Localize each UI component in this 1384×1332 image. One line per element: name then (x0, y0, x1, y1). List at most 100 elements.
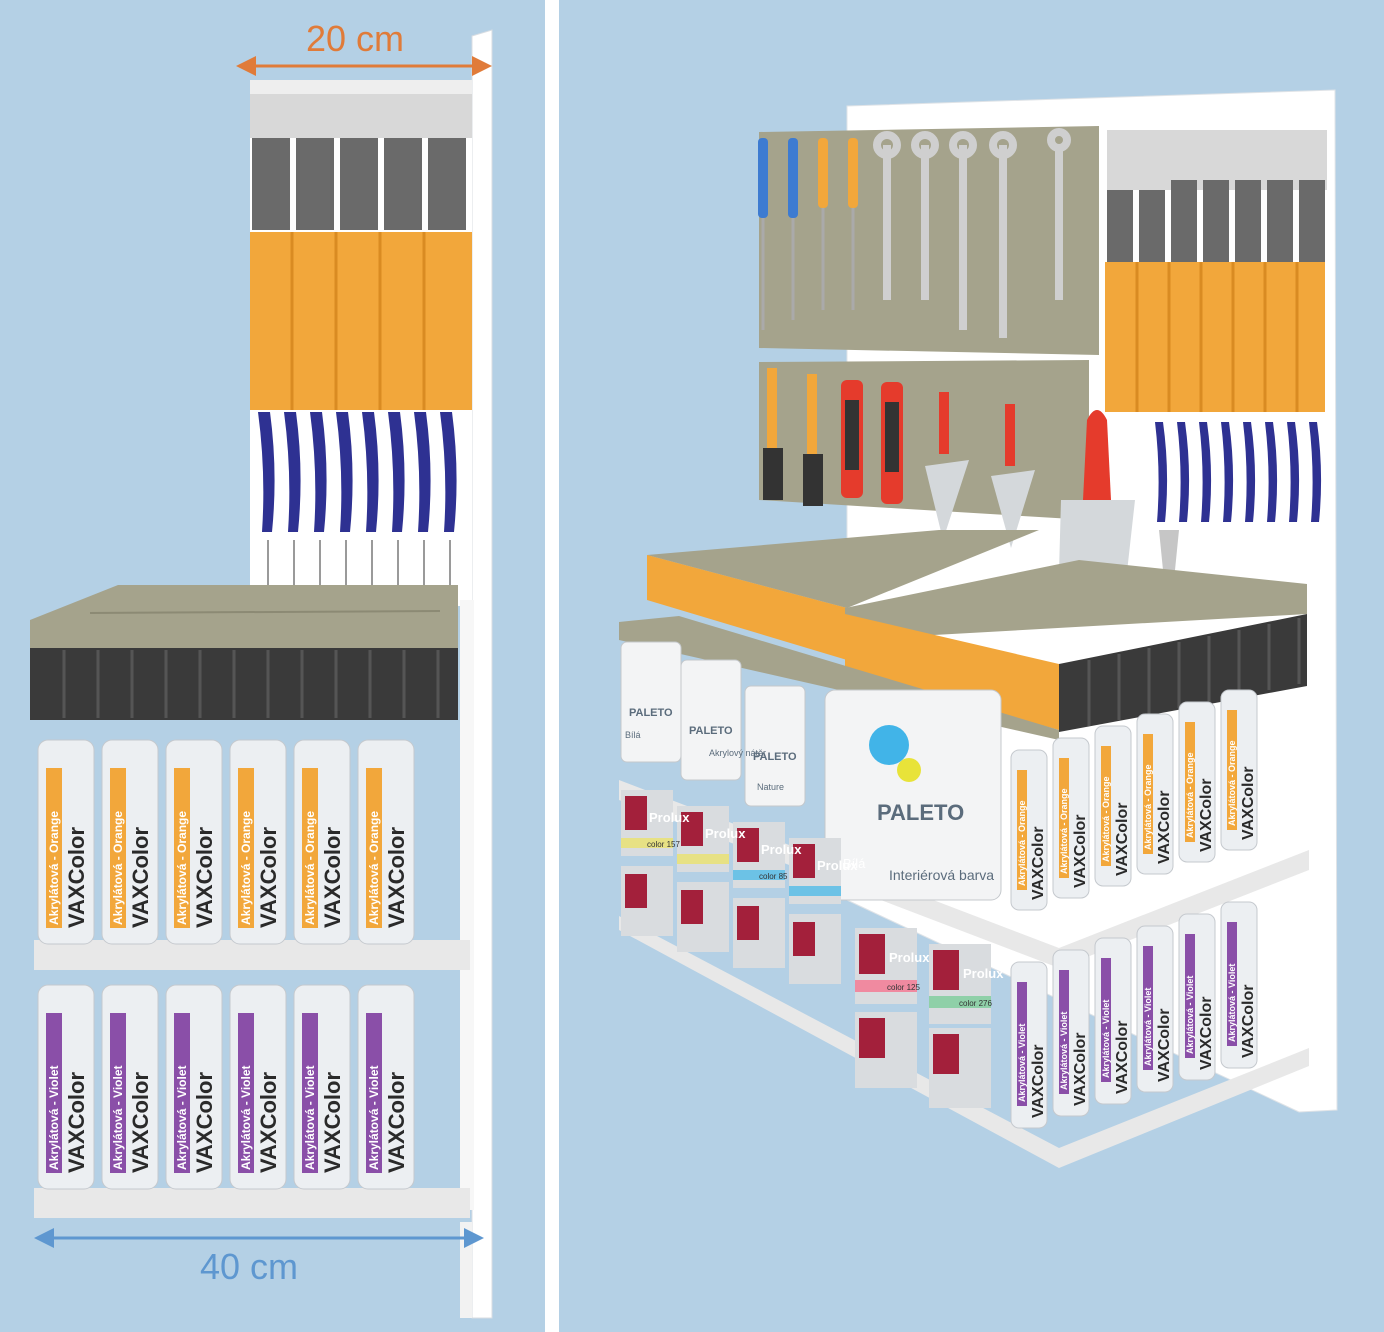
vaxcolor-logo: VAXColor (128, 827, 153, 928)
big-paleto-type: Interiérová barva (889, 867, 994, 883)
prolux-logo: Prolux (889, 950, 930, 965)
bottle-label-violet: Akrylátová - Violet (303, 1066, 317, 1170)
bottle-label-violet: Akrylátová - Violet (1101, 1000, 1111, 1078)
prolux-logo: Prolux (761, 842, 802, 857)
level-shelf-front (30, 648, 458, 720)
bottle-label-orange: Akrylátová - Orange (175, 811, 189, 925)
vaxcolor-logo: VAXColor (1072, 1033, 1089, 1106)
perspective-view-drawing: PALETO PALETO PALETO Bílá Akrylový nátěr… (619, 89, 1338, 1168)
bottle-label-violet: Akrylátová - Violet (367, 1066, 381, 1170)
bottle-label-violet: Akrylátová - Violet (1017, 1024, 1027, 1102)
bottle-label-orange: Akrylátová - Orange (1101, 776, 1111, 862)
vaxcolor-logo: VAXColor (1072, 815, 1089, 888)
vaxcolor-logo: VAXColor (128, 1072, 153, 1173)
vaxcolor-logo: VAXColor (1030, 1045, 1047, 1118)
spatula-icon (1059, 410, 1135, 572)
bottle-label-violet: Akrylátová - Violet (1059, 1012, 1069, 1090)
prolux-logo: Prolux (705, 826, 746, 841)
bottle-label-violet: Akrylátová - Violet (1143, 988, 1153, 1066)
bottle-label-violet: Akrylátová - Violet (47, 1066, 61, 1170)
vaxcolor-logo: VAXColor (256, 1072, 281, 1173)
prolux-can-grid (621, 790, 991, 1108)
vaxcolor-logo: VAXColor (64, 1072, 89, 1173)
side-view-drawing: Akrylátová - Orange Akrylátová - Orange … (30, 29, 493, 1319)
left-spirit-level (647, 555, 847, 660)
vaxcolor-logo: VAXColor (320, 1072, 345, 1173)
side-back-board (471, 29, 493, 1319)
prolux-color-label: color 276 (959, 999, 992, 1008)
bottle-label-orange: Akrylátová - Orange (1059, 788, 1069, 874)
left-panel-side-view: Akrylátová - Orange Akrylátová - Orange … (0, 0, 545, 1332)
big-paleto-color: Bílá (843, 856, 866, 871)
vaxcolor-logo: VAXColor (192, 1072, 217, 1173)
side-board-foot (460, 1222, 472, 1318)
bottle-label-orange: Akrylátová - Orange (1143, 764, 1153, 850)
bottle-label-violet: Akrylátová - Violet (1185, 976, 1195, 1054)
big-paleto-logo: PALETO (877, 800, 964, 825)
middle-shelf (619, 780, 1309, 968)
depth-dimension-label: 40 cm (200, 1246, 299, 1287)
vaxcolor-logo: VAXColor (1156, 1009, 1173, 1082)
vaxcolor-logo: VAXColor (1030, 827, 1047, 900)
prolux-logo: Prolux (963, 966, 1004, 981)
width-arrow-icon (236, 56, 492, 76)
violet-bottle-row-perspective (1010, 901, 1258, 1129)
vaxcolor-logo: VAXColor (1114, 1021, 1131, 1094)
orange-bottle-row (37, 739, 415, 945)
hammer-icons (1105, 180, 1325, 412)
middle-shelf (34, 940, 470, 970)
level-shelf-front (1059, 614, 1307, 732)
bottle-label-orange: Akrylátová - Orange (367, 811, 381, 925)
vaxcolor-logo: VAXColor (1240, 767, 1257, 840)
vaxcolor-logo: VAXColor (384, 1072, 409, 1173)
depth-arrow-icon (34, 1228, 484, 1248)
violet-bottle-row (37, 984, 415, 1190)
bottle-label-orange: Akrylátová - Orange (1017, 800, 1027, 886)
paleto-logo: PALETO (629, 707, 673, 719)
vaxcolor-logo: VAXColor (320, 827, 345, 928)
vaxcolor-logo: VAXColor (384, 827, 409, 928)
vaxcolor-logo: VAXColor (1198, 997, 1215, 1070)
paleto-small-nature: Nature (757, 782, 784, 792)
bottom-shelf (34, 1188, 470, 1218)
orange-bottle-row-perspective (1010, 689, 1258, 911)
paleto-small-white: Bílá (625, 730, 641, 740)
prolux-logo: Prolux (649, 810, 690, 825)
level-shelf-top (30, 585, 458, 650)
vaxcolor-logo: VAXColor (192, 827, 217, 928)
bottle-label-orange: Akrylátová - Orange (239, 811, 253, 925)
paleto-logo: PALETO (689, 725, 733, 737)
trowel-icons (925, 392, 1035, 548)
big-paleto-bucket (824, 689, 1002, 901)
paleto-small-sub: Akrylový nátěr (709, 748, 766, 758)
vaxcolor-logo: VAXColor (64, 827, 89, 928)
bottle-label-orange: Akrylátová - Orange (303, 811, 317, 925)
bottle-label-violet: Akrylátová - Violet (1227, 964, 1237, 1042)
bottle-label-orange: Akrylátová - Orange (111, 811, 125, 925)
bottle-label-orange: Akrylátová - Orange (1185, 752, 1195, 838)
paleto-bucket-row (620, 641, 1002, 901)
vaxcolor-logo: VAXColor (1156, 791, 1173, 864)
hanging-tool-columns (250, 138, 472, 410)
vaxcolor-logo: VAXColor (1240, 985, 1257, 1058)
bottle-label-orange: Akrylátová - Orange (1227, 740, 1237, 826)
pliers-handles (258, 412, 457, 585)
prolux-color-label: color 125 (887, 983, 920, 992)
wrench-icons (873, 128, 1071, 338)
right-level-shelf-top (845, 560, 1307, 640)
brush-icons (763, 368, 823, 506)
utility-knife-icons (841, 380, 903, 504)
vaxcolor-logo: VAXColor (1114, 803, 1131, 876)
left-level-shelf-top (647, 530, 1039, 608)
bottle-label-orange: Akrylátová - Orange (47, 811, 61, 925)
bottle-label-violet: Akrylátová - Violet (239, 1066, 253, 1170)
prolux-color-label: color 85 (759, 872, 788, 881)
bottle-label-violet: Akrylátová - Violet (175, 1066, 189, 1170)
vaxcolor-logo: VAXColor (1198, 779, 1215, 852)
paleto-logo: PALETO (753, 751, 797, 763)
vaxcolor-logo: VAXColor (256, 827, 281, 928)
right-spirit-level (845, 614, 1059, 730)
screwdriver-icons (758, 138, 858, 330)
bottle-label-violet: Akrylátová - Violet (111, 1066, 125, 1170)
right-panel-perspective-view: PALETO PALETO PALETO Bílá Akrylový nátěr… (559, 0, 1384, 1332)
